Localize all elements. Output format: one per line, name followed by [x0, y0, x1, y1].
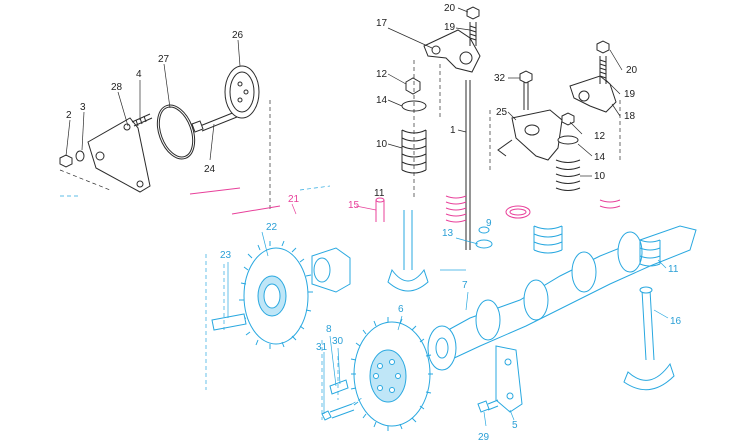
rocker-arm-assembly-2 — [489, 40, 621, 191]
callout-5: 5 — [512, 420, 518, 431]
callout-12-b: 12 — [594, 131, 606, 142]
callout-14-b: 14 — [594, 152, 606, 163]
callout-10-a: 10 — [376, 139, 388, 150]
callout-16: 16 — [670, 316, 682, 327]
cover-bracket-assembly — [59, 65, 271, 210]
callout-24: 24 — [204, 164, 216, 175]
callout-8: 8 — [326, 324, 332, 335]
callout-18: 18 — [624, 111, 636, 122]
callout-17: 17 — [376, 18, 388, 29]
callout-27: 27 — [158, 54, 170, 65]
callout-7: 7 — [462, 280, 468, 291]
callout-26: 26 — [232, 30, 244, 41]
callout-20-b: 20 — [626, 65, 638, 76]
callout-10-b: 10 — [594, 171, 606, 182]
callout-19-b: 19 — [624, 89, 636, 100]
valve-stem-seals — [60, 185, 621, 223]
callout-1: 1 — [450, 125, 456, 136]
callout-30: 30 — [332, 336, 344, 347]
callout-9: 9 — [486, 218, 492, 229]
camshaft-gear-assembly — [205, 210, 697, 431]
callout-11-a: 11 — [374, 188, 385, 199]
callout-leaders — [65, 7, 669, 427]
callout-29: 29 — [478, 432, 490, 443]
callout-6: 6 — [398, 304, 404, 315]
callout-25: 25 — [496, 107, 508, 118]
callout-20-a: 20 — [444, 3, 456, 14]
callout-2: 2 — [66, 110, 72, 121]
callout-3: 3 — [80, 102, 86, 113]
callout-labels: 2 3 28 4 27 26 24 17 20 19 12 14 1 10 11… — [66, 3, 682, 443]
callout-21: 21 — [288, 194, 300, 205]
callout-13: 13 — [442, 228, 454, 239]
callout-31: 31 — [316, 342, 328, 353]
callout-32: 32 — [494, 73, 506, 84]
callout-22: 22 — [266, 222, 278, 233]
callout-11-b: 11 — [668, 264, 679, 275]
callout-19-a: 19 — [444, 22, 456, 33]
callout-28: 28 — [111, 82, 123, 93]
callout-4: 4 — [136, 69, 142, 80]
callout-23: 23 — [220, 250, 232, 261]
rocker-arm-assembly — [401, 6, 481, 250]
callout-14-a: 14 — [376, 95, 388, 106]
callout-15: 15 — [348, 200, 360, 211]
callout-12-a: 12 — [376, 69, 388, 80]
